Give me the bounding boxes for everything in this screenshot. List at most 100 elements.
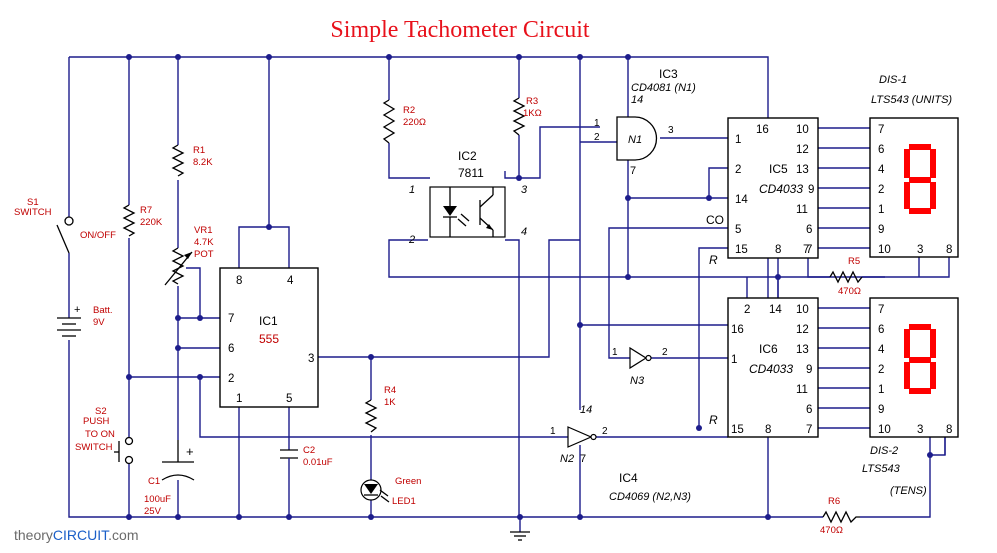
ic2-pin4: 4 [521, 226, 527, 238]
c2-ref: C2 [303, 445, 315, 456]
dis1-seven-segment [904, 144, 936, 214]
n3-pin-out: 2 [662, 347, 668, 358]
ic6-pin16: 16 [731, 324, 744, 336]
carry-out-label: CO [706, 213, 724, 227]
ic1-ref: IC1 [259, 314, 278, 328]
page-title: Simple Tachometer Circuit [330, 17, 589, 43]
ic6-part: CD4033 [749, 362, 793, 376]
s2-ref: S2 [95, 406, 107, 417]
ic6-pin15: 15 [731, 424, 744, 436]
r1-resistor: R1 8.2K [171, 144, 213, 177]
n2-pin-in: 1 [550, 426, 556, 437]
ic5-cd4033: IC5 CD4033 1 2 14 5 15 16 8 7 10 12 13 9… [727, 117, 819, 259]
dis1-pin3: 3 [917, 244, 923, 256]
ic1-pin4: 4 [287, 275, 294, 287]
ic5-out-pin6: 6 [806, 224, 812, 236]
n3-label: N3 [630, 375, 645, 387]
ic5-part: CD4033 [759, 182, 803, 196]
ic1-pin5: 5 [286, 393, 292, 405]
ic5-out-pin9: 9 [808, 184, 814, 196]
c1-value: 100uF [144, 494, 171, 505]
ic5-pin8: 8 [775, 244, 781, 256]
r4-ref: R4 [384, 385, 396, 396]
ic2-pin1: 1 [409, 184, 415, 196]
r3-value: 1KΩ [523, 108, 542, 119]
r4-value: 1K [384, 397, 396, 408]
dis2-pin1: 1 [878, 384, 884, 396]
ic1-555-timer: IC1 555 8 4 7 6 2 1 5 3 [219, 267, 319, 408]
ic5-out-pin7: 7 [806, 244, 812, 256]
ic5-out-pin12: 12 [796, 144, 809, 156]
dis1-display: DIS-1 LTS543 (UNITS) 7 6 4 2 1 9 10 3 8 [869, 74, 959, 258]
ic6-out-pin10: 10 [796, 304, 809, 316]
ic2-optocoupler: IC2 7811 1 2 3 4 [408, 149, 528, 246]
s2-name1: PUSH [83, 416, 110, 427]
ic5-pin14: 14 [735, 194, 748, 206]
dis1-pin7: 7 [878, 124, 884, 136]
watermark-prefix: theory [14, 527, 53, 543]
n2-inverter: 1 2 14 N2 7 [550, 404, 608, 465]
ic6-out-pin6: 6 [806, 404, 812, 416]
dis1-pin9: 9 [878, 224, 884, 236]
reset-label-ic5: R [709, 253, 718, 267]
dis2-display: DIS-2 LTS543 (TENS) 7 6 4 2 1 9 10 3 8 [862, 297, 959, 497]
ic6-pin14: 14 [769, 304, 782, 316]
s1-name: SWITCH [14, 207, 52, 218]
ic5-pin1: 1 [735, 134, 741, 146]
r2-value: 220Ω [403, 117, 426, 128]
r6-value: 470Ω [820, 525, 843, 536]
ic6-out-pin13: 13 [796, 344, 809, 356]
ic3-pin7: 7 [630, 165, 636, 177]
c1-plus: + [186, 444, 194, 459]
ic5-pin16: 16 [756, 124, 769, 136]
ic5-out-pin10: 10 [796, 124, 809, 136]
ic2-ref: IC2 [458, 149, 477, 163]
dis1-ref: DIS-1 [879, 74, 907, 86]
ic6-cd4033: IC6 CD4033 2 14 16 1 15 8 10 12 13 9 11 … [727, 297, 819, 438]
dis2-pin10: 10 [878, 424, 891, 436]
n2-pin-out: 2 [602, 426, 608, 437]
n1-label: N1 [628, 134, 642, 146]
led1-color: Green [395, 476, 421, 487]
dis2-pin9: 9 [878, 404, 884, 416]
dis1-pin1: 1 [878, 204, 884, 216]
ic5-pin5: 5 [735, 224, 741, 236]
dis1-pin8: 8 [946, 244, 952, 256]
ic3-part: CD4081 (N1) [631, 82, 696, 94]
s2-name2: TO ON [85, 429, 115, 440]
ic2-part: 7811 [458, 166, 484, 180]
vr1-ref: VR1 [194, 225, 212, 236]
dis2-pin3: 3 [917, 424, 923, 436]
r2-resistor: R2 220Ω [382, 99, 426, 144]
battery-name: Batt. [93, 305, 113, 316]
s2-push-switch: S2 PUSH TO ON SWITCH [75, 406, 134, 465]
ic5-pin15: 15 [735, 244, 748, 256]
ic6-out-pin12: 12 [796, 324, 809, 336]
r2-ref: R2 [403, 105, 415, 116]
vr1-value: 4.7K [194, 237, 214, 248]
n1-and-gate: N1 IC3 CD4081 (N1) 14 7 1 2 3 [594, 67, 696, 177]
r1-ref: R1 [193, 145, 205, 156]
dis1-pin10: 10 [878, 244, 891, 256]
ic1-pin7: 7 [228, 313, 234, 325]
r6-ref: R6 [828, 496, 840, 507]
ic6-ref: IC6 [759, 342, 778, 356]
s1-ref: S1 [27, 197, 39, 208]
ic1-pin8: 8 [236, 275, 242, 287]
ic6-pin8: 8 [765, 424, 771, 436]
ic6-pin1: 1 [731, 354, 737, 366]
ic3-pin3: 3 [668, 125, 674, 136]
ic4-ref: IC4 [619, 471, 638, 485]
ic1-pin3: 3 [308, 353, 314, 365]
dis2-pin7: 7 [878, 304, 884, 316]
ic5-pin7-bottom: 7 [803, 244, 809, 256]
ic5-pin2: 2 [735, 164, 741, 176]
c1-ref: C1 [148, 476, 160, 487]
ic6-out-pin9: 9 [806, 364, 812, 376]
dis2-pin4: 4 [878, 344, 885, 356]
ic1-pin6: 6 [228, 343, 234, 355]
dis2-note: (TENS) [890, 485, 927, 497]
dis1-part: LTS543 (UNITS) [871, 94, 952, 106]
r6-resistor: R6 470Ω [820, 496, 860, 536]
